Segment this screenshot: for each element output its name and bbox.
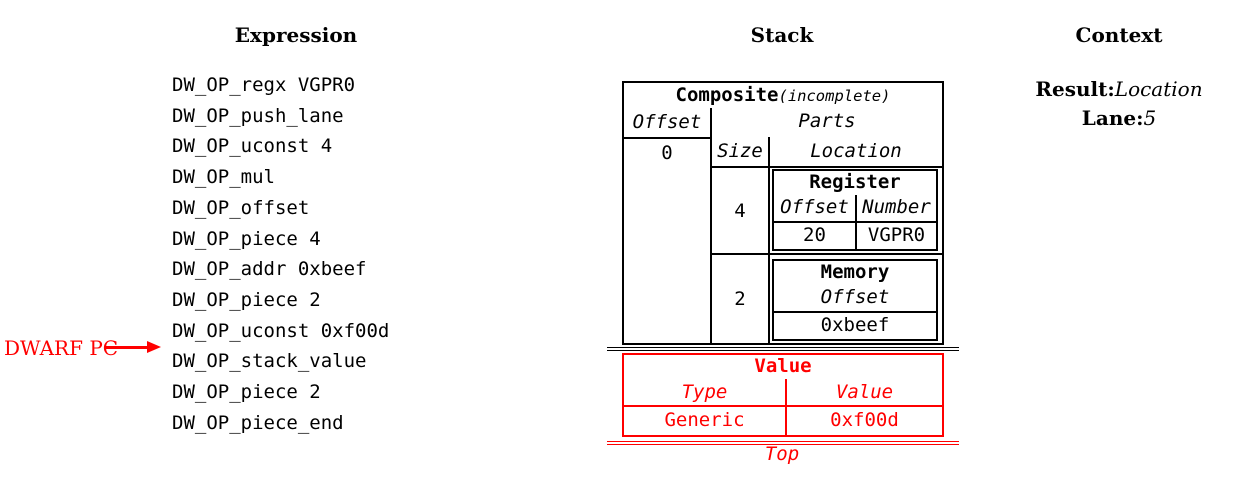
- composite-body: Offset 0 Parts Size Location 4 Register …: [624, 108, 942, 343]
- composite-part-row: 4 Register Offset Number 20 VGPR0: [712, 168, 942, 255]
- value-value-row: Generic 0xf00d: [624, 407, 942, 435]
- memory-location-table: Memory Offset 0xbeef: [772, 259, 938, 341]
- register-title: Register: [809, 171, 901, 193]
- register-location-table: Register Offset Number 20 VGPR0: [772, 169, 938, 251]
- context-lane-line: Lane:5: [1082, 106, 1156, 130]
- value-value-header: Value: [835, 381, 894, 403]
- composite-offset-value: 0: [661, 142, 673, 164]
- value-type-cell: Generic: [624, 407, 787, 435]
- context-lane-label: Lane:: [1081, 106, 1144, 130]
- register-number-header: Number: [862, 196, 931, 218]
- expression-column-title: Expression: [234, 23, 358, 47]
- register-number-value: VGPR0: [867, 224, 926, 246]
- expression-op: DW_OP_mul: [172, 166, 275, 189]
- expression-op: DW_OP_regx VGPR0: [172, 74, 356, 96]
- composite-size-location-header-row: Size Location: [712, 137, 942, 168]
- stack-top-separator: [607, 441, 959, 445]
- composite-size-header: Size: [712, 137, 770, 166]
- composite-title-row: Composite(incomplete): [624, 83, 942, 108]
- memory-offset-value: 0xbeef: [820, 314, 890, 336]
- expression-op: DW_OP_piece_end: [172, 411, 344, 434]
- composite-title: Composite: [675, 84, 779, 106]
- dwarf-pc-arrowhead-icon: [147, 341, 161, 353]
- stack-top-label: Top: [764, 443, 800, 465]
- expression-op: DW_OP_offset: [172, 196, 310, 219]
- expression-op: DW_OP_piece 4: [172, 227, 321, 250]
- part-location-cell: Register Offset Number 20 VGPR0: [770, 168, 942, 253]
- stack-slot-separator: [607, 347, 959, 351]
- composite-parts-header: Parts: [798, 110, 856, 132]
- expression-op: DW_OP_push_lane: [172, 104, 344, 127]
- memory-title: Memory: [820, 261, 890, 283]
- expression-op: DW_OP_piece 2: [172, 381, 321, 404]
- expression-op: DW_OP_uconst 4: [172, 135, 333, 158]
- composite-part-row: 2 Memory Offset 0xbeef: [712, 255, 942, 343]
- memory-offset-header: Offset: [774, 285, 936, 313]
- composite-incomplete-flag: (incomplete): [778, 87, 891, 105]
- expression-op-current: DW_OP_stack_value: [172, 350, 367, 373]
- register-offset-header: Offset: [774, 195, 857, 221]
- register-header-row: Offset Number: [774, 195, 936, 223]
- register-value-row: 20 VGPR0: [774, 223, 936, 249]
- stack-entry-composite: Composite(incomplete) Offset 0 Parts Siz…: [622, 81, 944, 345]
- composite-offset-header: Offset: [624, 108, 710, 139]
- part-size-value: 2: [712, 255, 770, 343]
- context-column-title: Context: [1075, 23, 1163, 47]
- dwarf-pc-arrow-line: [106, 346, 149, 349]
- value-value-cell: 0xf00d: [830, 409, 899, 431]
- expression-op-list: DW_OP_regx VGPR0 DW_OP_push_lane DW_OP_u…: [172, 70, 389, 438]
- context-result-value: Location: [1114, 77, 1203, 101]
- expression-op: DW_OP_uconst 0xf00d: [172, 319, 390, 342]
- stack-column-title: Stack: [750, 23, 814, 47]
- dwarf-pc-label: DWARF PC: [4, 336, 119, 360]
- value-entry-title: Value: [754, 355, 812, 377]
- stack-entry-value: Value Type Value Generic 0xf00d: [622, 353, 944, 437]
- value-type-header: Type: [624, 379, 787, 405]
- context-result-label: Result:: [1035, 77, 1115, 101]
- composite-location-header: Location: [810, 140, 902, 162]
- register-offset-value: 20: [774, 223, 857, 249]
- context-lane-value: 5: [1143, 106, 1157, 130]
- composite-offset-column: Offset 0: [624, 108, 712, 343]
- value-header-row: Type Value: [624, 379, 942, 407]
- composite-parts-column: Parts Size Location 4 Register Offset Nu…: [712, 108, 942, 343]
- context-result-line: Result:Location: [1035, 77, 1202, 101]
- expression-op: DW_OP_piece 2: [172, 288, 321, 311]
- part-size-value: 4: [712, 168, 770, 253]
- expression-op: DW_OP_addr 0xbeef: [172, 258, 367, 281]
- part-location-cell: Memory Offset 0xbeef: [770, 255, 942, 343]
